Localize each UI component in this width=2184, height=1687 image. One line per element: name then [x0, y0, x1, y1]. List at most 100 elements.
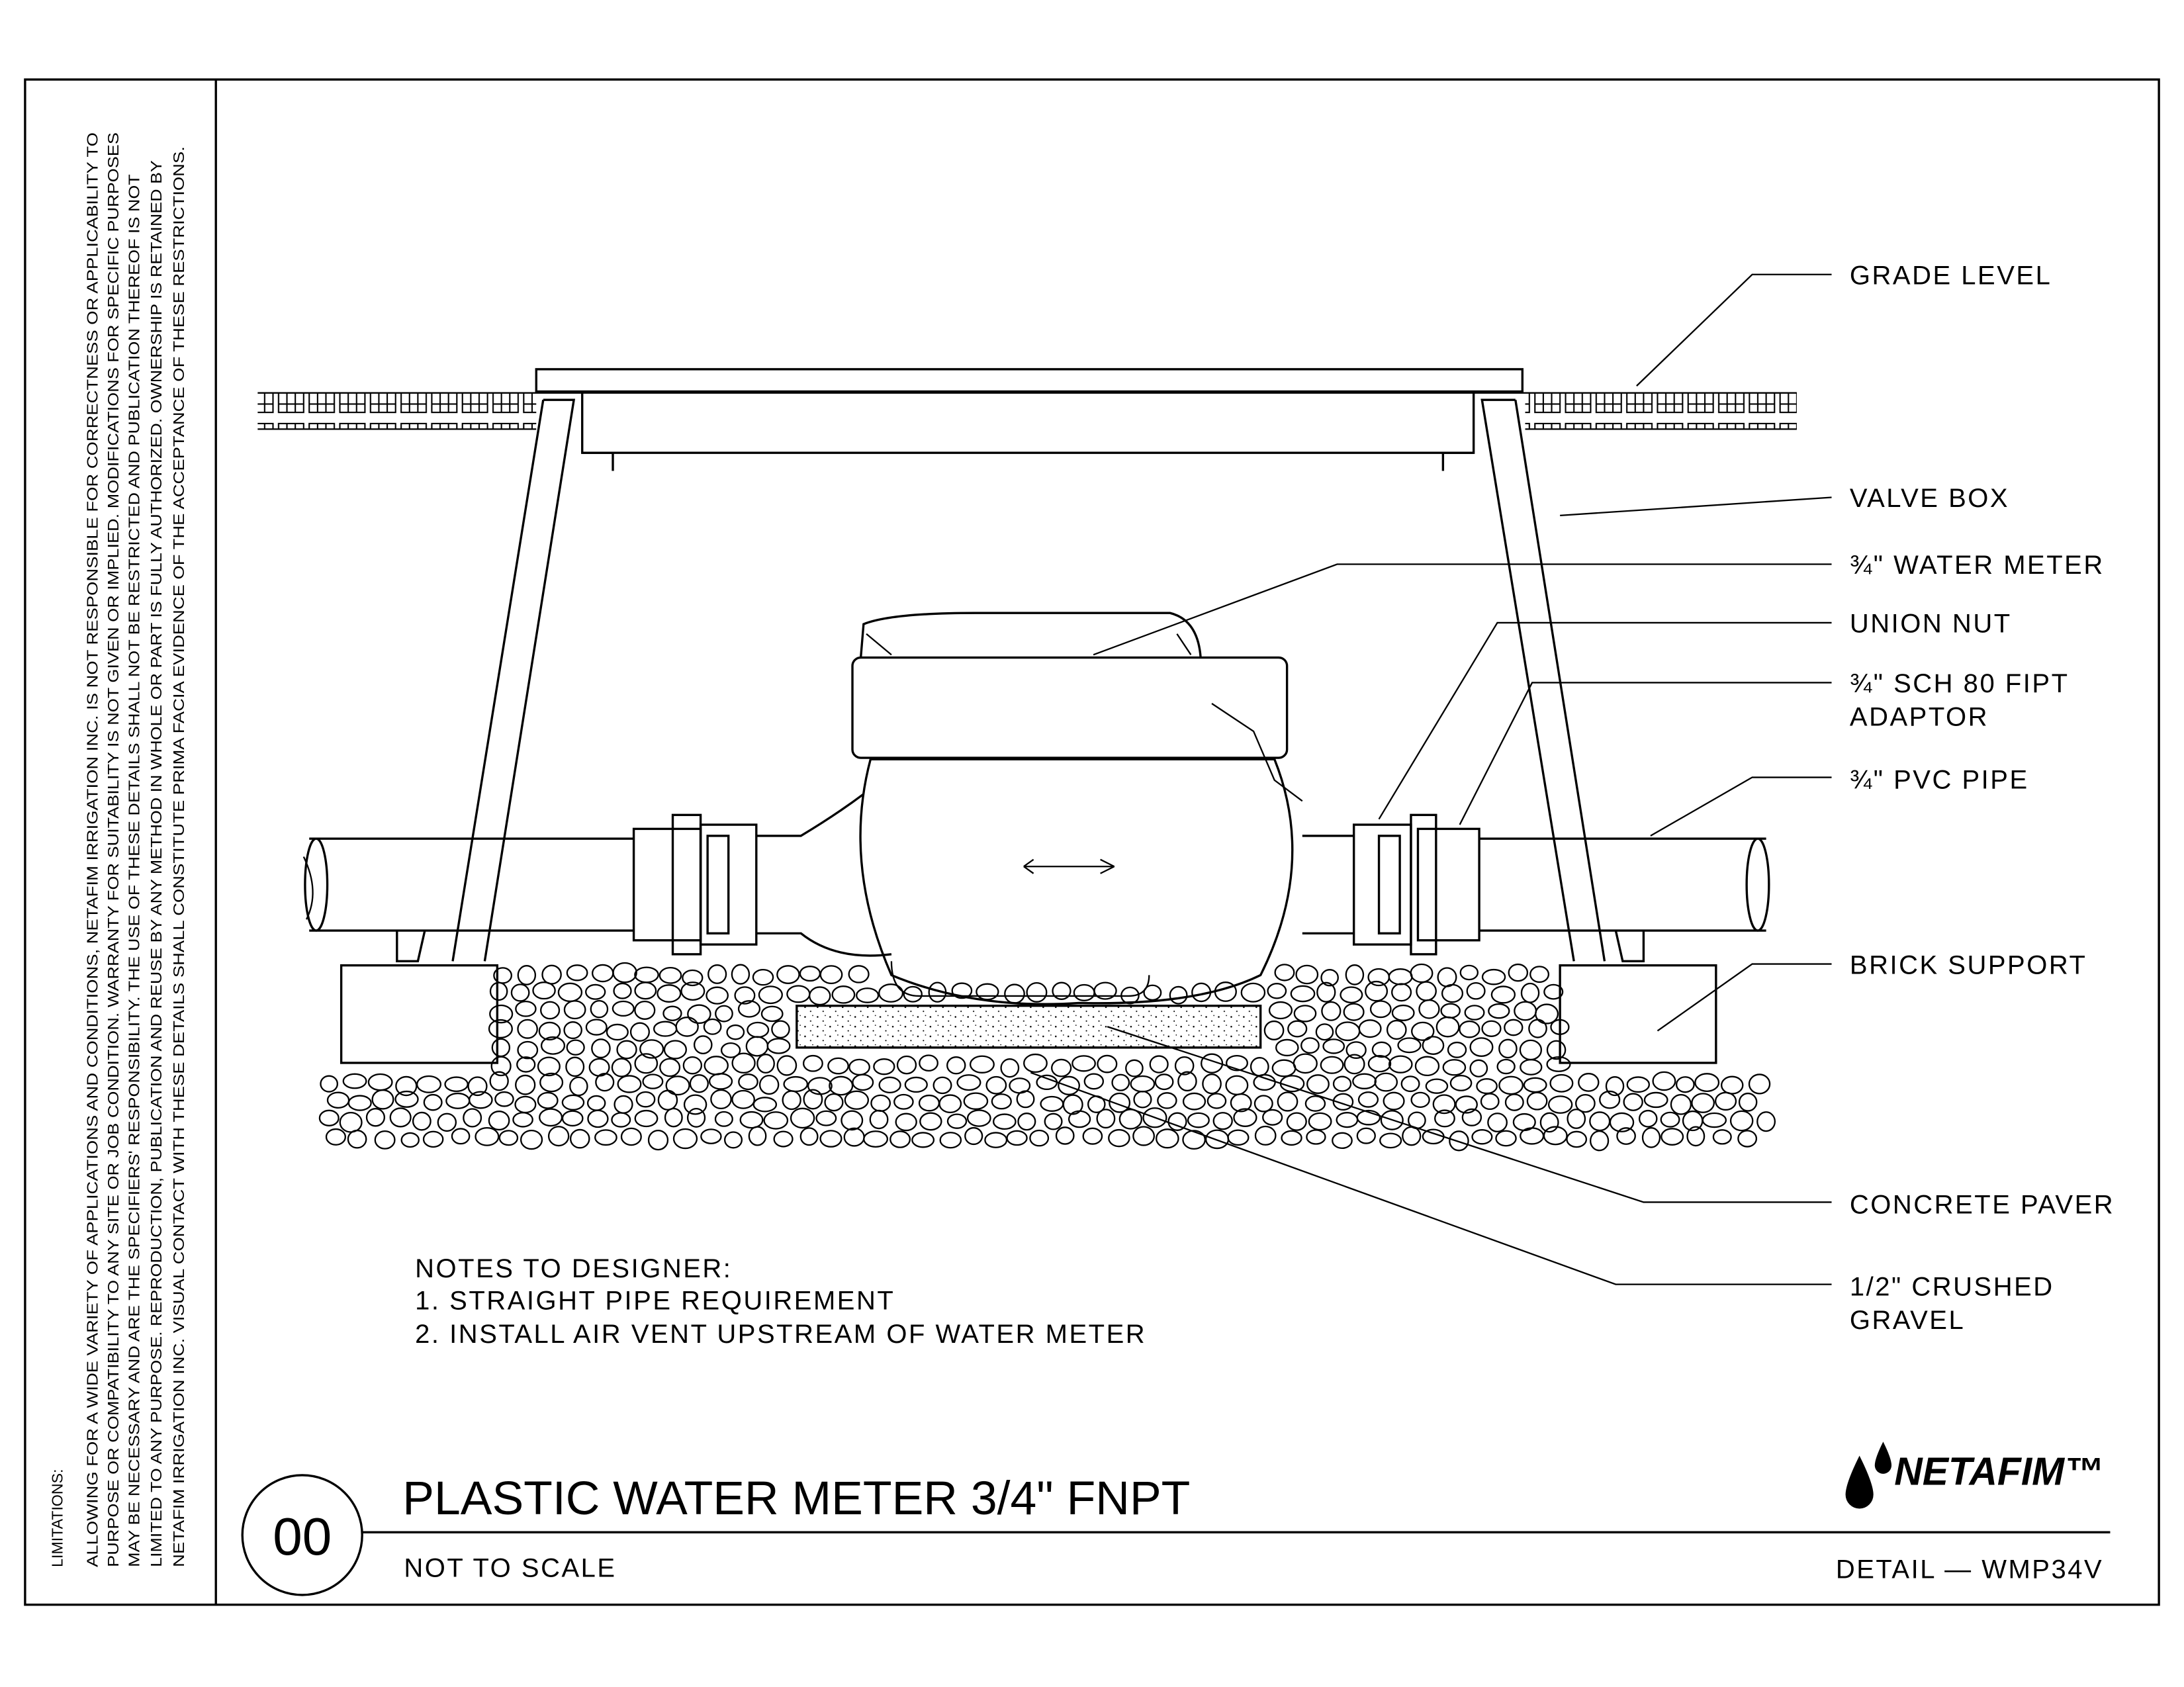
gravel-stone	[394, 1090, 419, 1108]
gravel-stone	[1073, 983, 1095, 1001]
gravel-stone	[1469, 1037, 1494, 1057]
gravel-stone	[1290, 985, 1316, 1003]
gravel-stone	[1096, 1109, 1116, 1129]
gravel-stone	[964, 1126, 983, 1146]
gravel-stone	[1661, 1128, 1684, 1146]
gravel-stone	[1308, 1112, 1332, 1131]
gravel-stone	[517, 1019, 538, 1039]
gravel-stone	[802, 1054, 823, 1072]
gravel-stone	[1182, 1130, 1206, 1150]
gravel-stone	[1508, 963, 1529, 982]
callout-pvc-pipe: ¾" PVC PIPE	[1850, 765, 2029, 794]
gravel-stone	[799, 965, 821, 982]
gravel-stone	[703, 1018, 722, 1035]
gravel-stone	[1004, 983, 1025, 1004]
gravel-stone	[539, 1108, 563, 1127]
gravel-stone	[1435, 1016, 1460, 1038]
gravel-stone	[844, 1090, 870, 1110]
gravel-stone	[763, 1111, 789, 1130]
gravel-stone	[708, 1073, 733, 1090]
sheet-border	[24, 78, 2160, 1606]
gravel-stone	[634, 1000, 656, 1020]
gravel-stone	[488, 1111, 510, 1131]
gravel-stone	[675, 1017, 699, 1037]
gravel-stone	[1748, 1073, 1771, 1095]
gravel-stone	[537, 1056, 561, 1077]
gravel-stone	[939, 1132, 962, 1149]
gravel-stone	[1543, 1126, 1568, 1146]
gravel-stone	[1268, 1001, 1293, 1020]
gravel-stone	[1321, 1001, 1342, 1021]
gravel-stone	[1440, 1003, 1461, 1019]
gravel-stone	[771, 1020, 790, 1039]
gravel-stone	[1437, 967, 1457, 987]
gravel-stone	[1108, 1128, 1130, 1148]
gravel-stone	[1205, 1129, 1230, 1150]
gravel-stone	[1566, 1130, 1588, 1148]
gravel-stone	[1345, 964, 1365, 985]
gravel-stone	[1143, 984, 1162, 1001]
gravel-stone	[444, 1076, 469, 1093]
gravel-stone	[540, 1036, 566, 1055]
gravel-stone	[870, 1094, 891, 1112]
gravel-stone	[1514, 1001, 1537, 1021]
gravel-stone	[1040, 1095, 1064, 1112]
gravel-stone	[1142, 1107, 1167, 1128]
leader-lines	[1030, 273, 1832, 1285]
gravel-stone	[1230, 1093, 1252, 1113]
gravel-stone	[1599, 1090, 1621, 1109]
gravel-stone	[1149, 1055, 1169, 1073]
detail-id: DETAIL — WMP34V	[1836, 1555, 2103, 1584]
callout-adaptor-line2: ADAPTOR	[1850, 703, 1989, 732]
gravel-stone	[748, 1126, 767, 1146]
gravel-stone	[739, 1111, 764, 1129]
gravel-stone	[561, 1110, 584, 1127]
gravel-stone	[1397, 1037, 1422, 1054]
gravel-stone	[710, 1089, 732, 1110]
gravel-stone	[475, 1126, 500, 1146]
gravel-stone	[1320, 969, 1339, 987]
gravel-stone	[827, 1057, 849, 1075]
gravel-stone	[1226, 1054, 1248, 1071]
gravel-stone	[963, 1092, 989, 1110]
gravel-stone	[1675, 1076, 1695, 1093]
gravel-stone	[1504, 1093, 1524, 1111]
gravel-stone	[595, 1073, 615, 1092]
gravel-stone	[852, 1073, 874, 1091]
gravel-stone	[463, 1108, 482, 1128]
gravel-stone	[489, 981, 508, 1001]
callout-grade-level: GRADE LEVEL	[1850, 261, 2052, 291]
netafim-logo: NETAFIM™	[1845, 1441, 2103, 1509]
gravel-stone	[1495, 1130, 1517, 1147]
gravel-stone	[776, 1055, 797, 1076]
gravel-stone	[726, 1024, 745, 1040]
gravel-stone	[494, 1091, 514, 1107]
gravel-stone	[1490, 985, 1516, 1004]
callout-gravel-line2: GRAVEL	[1850, 1306, 1965, 1335]
gravel-stone	[809, 986, 831, 1006]
gravel-stone	[756, 1054, 775, 1074]
netafim-wordmark: NETAFIM™	[1894, 1451, 2103, 1494]
gravel-stone	[1459, 1020, 1480, 1038]
water-drop-icon	[1845, 1455, 1874, 1509]
gravel-stone	[389, 1107, 412, 1128]
gravel-stone	[1589, 1111, 1611, 1132]
gravel-stone	[758, 1074, 780, 1095]
gravel-stone	[1388, 1055, 1413, 1073]
gravel-stone	[841, 1110, 864, 1131]
gravel-stone	[766, 1038, 791, 1054]
gravel-stone	[467, 1076, 488, 1097]
gravel-stone	[682, 1056, 703, 1075]
gravel-stone	[946, 1056, 966, 1075]
gravel-stone	[634, 981, 657, 1000]
gravel-stone	[1520, 1058, 1543, 1075]
gravel-stone	[873, 1058, 895, 1075]
gravel-stone	[1418, 999, 1440, 1019]
gravel-stone	[918, 1094, 940, 1112]
gravel-stone	[395, 1075, 418, 1097]
gravel-stone	[1315, 1023, 1334, 1041]
gravel-stone	[1449, 1130, 1469, 1152]
gravel-stone	[1469, 1059, 1488, 1077]
gravel-stone	[325, 1128, 346, 1146]
gravel-stone	[1481, 1020, 1502, 1037]
